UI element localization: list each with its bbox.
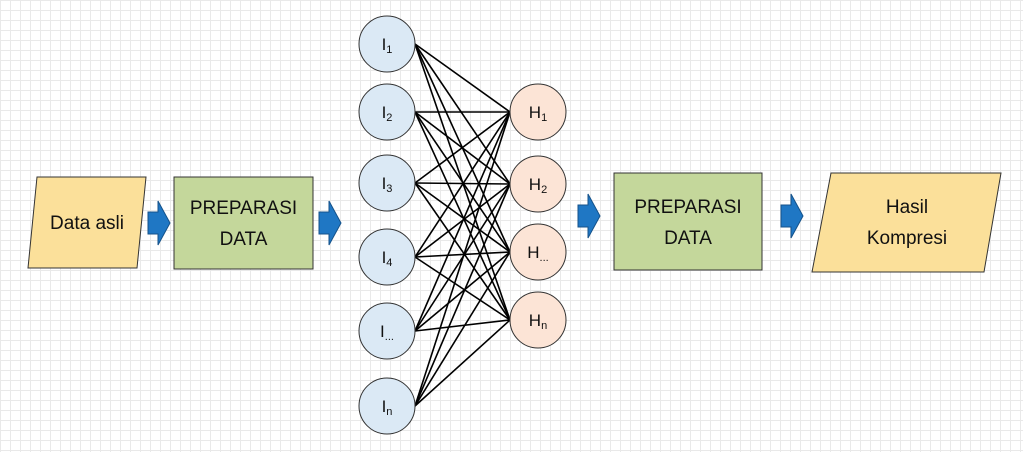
connection-line: [414, 43, 511, 185]
output-result-line1: Hasil: [886, 197, 928, 218]
hidden-node-letter: H: [527, 243, 539, 262]
hidden-node-letter: H: [529, 311, 541, 330]
input-node-label: I1: [382, 35, 393, 56]
input-node-letter: I: [380, 322, 385, 341]
input-node-2: I2: [358, 83, 416, 141]
input-node-label: I2: [382, 103, 393, 124]
input-node-letter: I: [382, 174, 387, 193]
connection-line: [414, 256, 511, 321]
input-node-label: I...: [380, 322, 394, 343]
input-node-subscript: 1: [386, 44, 392, 56]
hidden-node-label: Hn: [529, 311, 547, 332]
input-node-label: I3: [382, 174, 393, 195]
arrow-right-icon: [780, 193, 804, 239]
hidden-node-circle: [509, 83, 567, 141]
input-node-letter: I: [382, 103, 387, 122]
input-data-label: Data asli: [50, 213, 124, 234]
connection-line: [414, 251, 511, 258]
hidden-node-circle: [509, 223, 567, 281]
hidden-node-4: Hn: [509, 291, 567, 349]
connection-line: [414, 251, 511, 407]
input-node-letter: I: [382, 248, 387, 267]
input-node-subscript: 2: [386, 112, 392, 124]
input-node-letter: I: [382, 397, 387, 416]
hidden-node-circle: [509, 155, 567, 213]
input-node-1: I1: [358, 15, 416, 73]
connection-line: [414, 111, 511, 407]
hidden-node-label: H1: [529, 103, 547, 124]
hidden-node-subscript: n: [541, 320, 547, 332]
connection-line: [414, 182, 511, 321]
preparation-box-1-line2: DATA: [220, 229, 268, 250]
connection-line: [414, 111, 511, 184]
output-result-box: Hasil Kompresi: [811, 172, 1002, 273]
connection-line: [414, 43, 511, 113]
connection-line: [414, 111, 511, 253]
hidden-node-1: H1: [509, 83, 567, 141]
connection-line: [414, 319, 511, 407]
input-node-circle: [358, 302, 416, 360]
hidden-node-letter: H: [529, 175, 541, 194]
input-node-circle: [358, 83, 416, 141]
input-node-label: In: [382, 397, 393, 418]
input-node-5: I...: [358, 302, 416, 360]
input-node-circle: [358, 377, 416, 435]
input-node-3: I3: [358, 154, 416, 212]
input-node-subscript: ...: [385, 331, 394, 343]
arrow-right-icon: [577, 193, 601, 239]
input-node-circle: [358, 154, 416, 212]
arrow-right-icon: [147, 200, 171, 246]
input-node-subscript: 4: [386, 257, 392, 269]
output-result-line2: Kompresi: [867, 228, 947, 249]
connection-line: [414, 182, 511, 253]
hidden-node-subscript: 2: [541, 184, 547, 196]
hidden-node-label: H...: [527, 243, 548, 264]
hidden-node-letter: H: [529, 103, 541, 122]
preparation-box-2-line2: DATA: [664, 228, 712, 249]
connection-line: [414, 251, 511, 332]
input-node-circle: [358, 15, 416, 73]
hidden-node-subscript: 1: [541, 112, 547, 124]
arrow-right-icon: [318, 200, 342, 246]
network-connections: [414, 43, 511, 407]
input-node-letter: I: [382, 35, 387, 54]
input-node-6: In: [358, 377, 416, 435]
connection-line: [414, 111, 511, 332]
preparation-box-1-line1: PREPARASI: [190, 198, 297, 219]
input-node-circle: [358, 228, 416, 286]
hidden-node-3: H...: [509, 223, 567, 281]
input-node-4: I4: [358, 228, 416, 286]
connection-line: [414, 183, 511, 407]
input-node-label: I4: [382, 248, 393, 269]
hidden-node-label: H2: [529, 175, 547, 196]
hidden-node-circle: [509, 291, 567, 349]
input-data-box: Data asli: [27, 176, 147, 269]
hidden-node-subscript: ...: [540, 252, 549, 264]
hidden-node-2: H2: [509, 155, 567, 213]
preparation-box-2-line1: PREPARASI: [634, 197, 741, 218]
input-node-subscript: n: [386, 406, 392, 418]
connection-line: [414, 111, 511, 321]
preparation-box-1: PREPARASI DATA: [173, 176, 314, 270]
preparation-box-2: PREPARASI DATA: [613, 172, 763, 271]
input-node-subscript: 3: [386, 183, 392, 195]
connection-line: [414, 111, 511, 258]
connection-line: [414, 319, 511, 332]
